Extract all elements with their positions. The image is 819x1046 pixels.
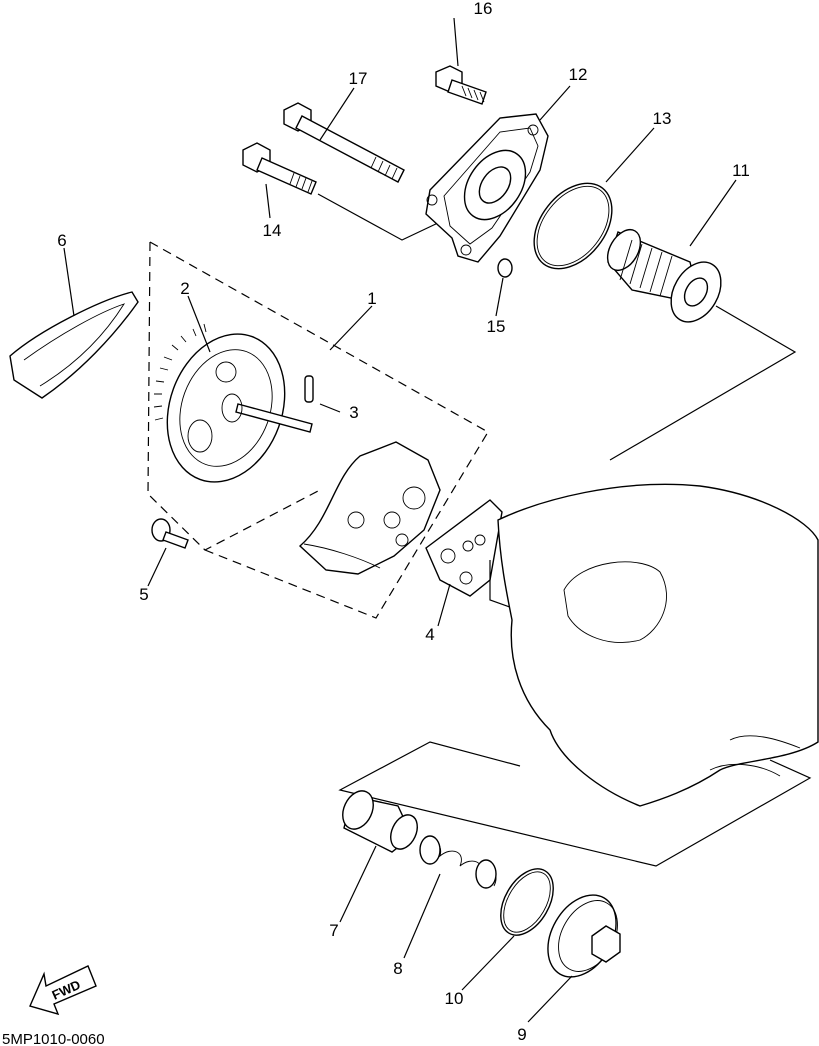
leader-lines [63,17,737,1023]
callout-7: 7 [329,921,338,940]
part-13-o-ring [533,182,613,270]
callout-labels: 16 17 12 13 11 14 15 6 2 1 3 5 4 7 8 10 … [57,0,750,1044]
pump-body [298,441,441,575]
figure-code: 5MP1010-0060 [2,1031,105,1046]
callout-17: 17 [349,69,368,88]
callout-13: 13 [653,109,672,128]
part-9-plug [547,894,621,978]
callout-11: 11 [732,161,750,180]
part-12-filter-cover [425,113,549,263]
part-3-pin [304,375,314,403]
part-15-small-o-ring [497,258,513,278]
callout-16: 16 [474,0,493,18]
part-10-o-ring [500,868,554,936]
callout-8: 8 [393,959,402,978]
part-2-drive-gear [153,323,313,483]
callout-2: 2 [180,279,189,298]
part-7-plunger [342,790,418,853]
part-6-cover [9,291,139,399]
part-11-oil-filter [606,229,797,461]
fwd-arrow-icon: FWD [29,965,97,1016]
callout-14: 14 [263,221,282,240]
assembly-1-boundary [147,241,489,619]
callout-10: 10 [445,989,464,1008]
callout-15: 15 [487,317,506,336]
part-8-spring [419,835,497,889]
part-17-long-bolt [283,102,405,183]
callout-9: 9 [517,1025,526,1044]
crankcase-outline [338,483,819,867]
callout-1: 1 [367,289,376,308]
part-5-screw [151,518,189,549]
callout-5: 5 [139,585,148,604]
callout-6: 6 [57,231,66,250]
callout-3: 3 [349,403,358,422]
part-16-bolt [435,65,487,105]
callout-4: 4 [425,625,434,644]
part-14-bolt [242,142,441,241]
callout-12: 12 [569,65,588,84]
